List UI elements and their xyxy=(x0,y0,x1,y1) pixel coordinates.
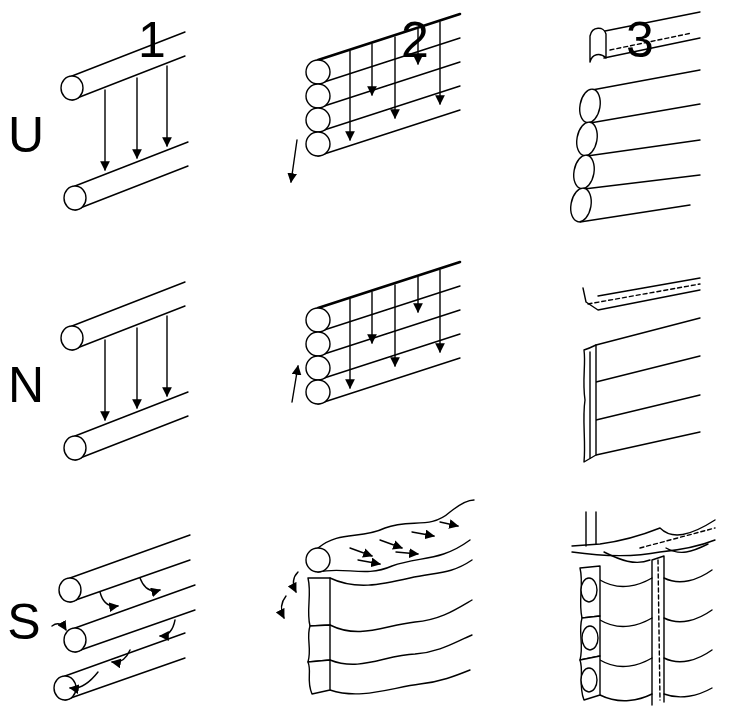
column-number: 1 xyxy=(138,15,166,65)
deformed-coil-stack-sketch xyxy=(358,560,380,564)
sheared-coil-block-sketch xyxy=(604,552,650,562)
flattened-coil-sketch xyxy=(584,345,596,462)
sheared-coil-block-sketch xyxy=(581,578,597,602)
deformed-coil-stack-sketch xyxy=(308,660,330,694)
row-letter: U xyxy=(8,110,44,160)
sheared-coil-block-sketch xyxy=(600,688,712,701)
deformed-coil-stack-sketch xyxy=(412,532,434,536)
sheared-coil-block-sketch xyxy=(600,650,712,666)
twisting-coils-sketch xyxy=(75,585,195,652)
twisting-coils-sketch xyxy=(160,620,175,636)
cut-coil-sketch xyxy=(574,121,600,158)
coil-stack-sketch xyxy=(306,108,330,132)
twisting-coils-sketch xyxy=(112,650,130,662)
twisting-coils-sketch xyxy=(52,535,195,700)
deformed-coil-stack-sketch xyxy=(440,522,458,526)
coil-stack-sketch xyxy=(306,60,330,84)
two-coils-sketch xyxy=(75,142,188,210)
twisting-coils-sketch xyxy=(52,624,66,630)
flattened-coil-sketch xyxy=(589,352,590,458)
flattened-coil-sketch xyxy=(583,278,700,310)
twisting-coils-sketch xyxy=(65,633,185,700)
deformed-coil-stack-sketch xyxy=(281,596,286,618)
coil-stack-sketch xyxy=(349,51,350,140)
cut-coil-sketch xyxy=(577,88,603,125)
twisting-coils-sketch xyxy=(100,592,118,606)
two-coils-sketch xyxy=(61,32,188,210)
sheared-coil-block-sketch xyxy=(666,544,708,552)
twisting-coils-sketch xyxy=(70,672,98,688)
sheared-coil-block-sketch xyxy=(572,520,715,546)
coil-stack-sketch xyxy=(394,37,395,118)
two-coils-sketch xyxy=(61,282,188,460)
twisting-coils-sketch xyxy=(64,628,86,652)
sheared-coil-block-sketch xyxy=(640,528,715,548)
flattened-coil-sketch xyxy=(583,278,700,462)
row-letter: N xyxy=(8,360,44,410)
twisting-coils-sketch xyxy=(140,578,160,591)
deformed-coil-stack-sketch xyxy=(380,540,402,548)
deformed-coil-stack-sketch xyxy=(330,560,472,585)
coil-stack-sketch xyxy=(371,44,372,95)
motion-arrow xyxy=(292,366,298,402)
coil-stack-sketch xyxy=(306,14,460,156)
deformed-coil-stack-sketch xyxy=(350,548,372,556)
deformed-coil-stack-sketch xyxy=(306,548,330,572)
deformed-coil-stack-sketch xyxy=(318,500,474,548)
twisting-coils-sketch xyxy=(70,535,190,602)
column-number: 3 xyxy=(626,15,654,65)
sheared-coil-block-sketch xyxy=(652,556,664,705)
two-coils-sketch xyxy=(72,32,185,100)
sheared-coil-block-sketch xyxy=(658,560,660,700)
coil-stack-sketch xyxy=(306,132,330,156)
deformed-coil-stack-sketch xyxy=(281,500,474,694)
two-coils-sketch xyxy=(64,186,86,210)
deformed-coil-stack-sketch xyxy=(330,635,472,664)
deformed-coil-stack-sketch xyxy=(330,670,470,694)
coil-stack-sketch xyxy=(318,38,460,156)
flattened-coil-sketch xyxy=(588,284,700,304)
sheared-coil-block-sketch xyxy=(572,540,715,556)
cut-coil-sketch xyxy=(568,187,594,224)
row-letter: S xyxy=(7,597,40,647)
sheared-coil-block-sketch xyxy=(580,566,600,618)
flattened-coil-sketch xyxy=(596,318,700,455)
column-number: 2 xyxy=(401,15,429,65)
cut-coil-sketch xyxy=(571,154,597,191)
coil-stack-sketch xyxy=(306,262,460,404)
cut-coil-sketch xyxy=(590,28,606,62)
coil-stack-sketch xyxy=(306,84,330,108)
deformed-coil-stack-sketch xyxy=(318,540,470,572)
deformed-coil-stack-sketch xyxy=(308,578,330,626)
two-coils-sketch xyxy=(136,78,137,158)
deformed-coil-stack-sketch xyxy=(396,552,418,554)
two-coils-sketch xyxy=(166,66,167,146)
coil-stack-sketch xyxy=(318,14,460,60)
sheared-coil-block-sketch xyxy=(600,610,712,626)
sheared-coil-block-sketch xyxy=(580,616,600,660)
sheared-coil-block-sketch xyxy=(600,570,712,586)
two-coils-sketch xyxy=(61,76,83,100)
cut-coil-sketch xyxy=(568,12,700,223)
deformed-coil-stack-sketch xyxy=(308,625,330,662)
deformed-coil-stack-sketch xyxy=(330,600,472,632)
sheared-coil-block-sketch xyxy=(572,512,715,705)
sheared-coil-block-sketch xyxy=(586,512,596,546)
sheared-coil-block-sketch xyxy=(580,656,600,700)
sheared-coil-block-sketch xyxy=(582,626,598,650)
twisting-coils-sketch xyxy=(59,578,81,602)
deformed-coil-stack-sketch xyxy=(293,572,298,592)
motion-arrow xyxy=(291,140,297,182)
two-coils-sketch xyxy=(104,90,105,170)
coil-stack-sketch xyxy=(439,22,440,104)
sheared-coil-block-sketch xyxy=(581,668,597,692)
